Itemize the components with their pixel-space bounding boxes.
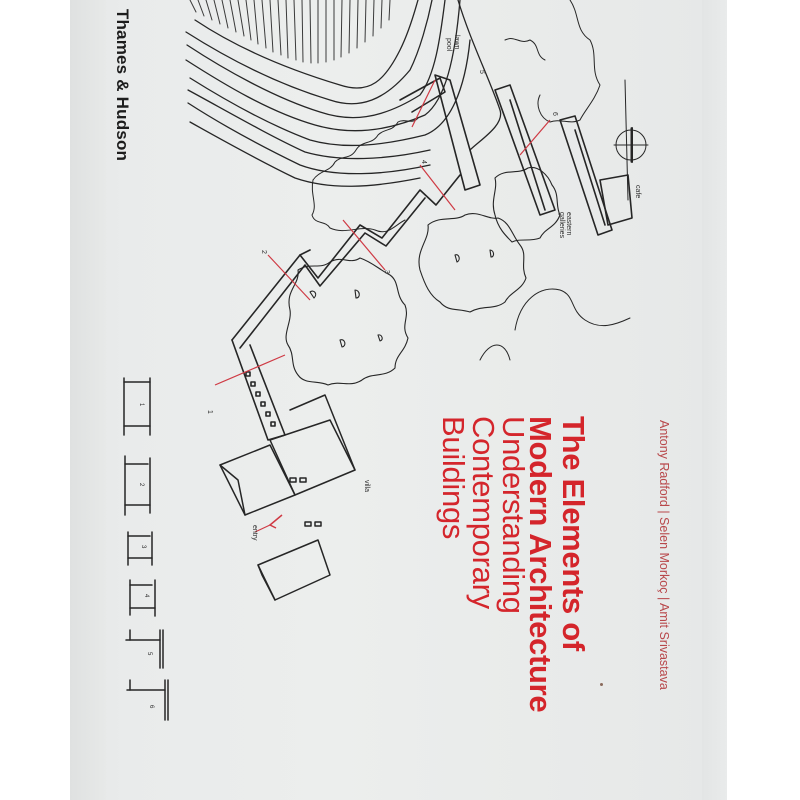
svg-text:4: 4 <box>143 594 149 598</box>
label-villa: villa <box>363 480 370 492</box>
section-number-2: 2 <box>260 250 267 254</box>
section-number-1: 1 <box>206 410 213 414</box>
svg-text:1: 1 <box>138 403 144 407</box>
label-lawn-pool: lawn <box>453 35 460 50</box>
book-title: The Elements of Modern Architecture <box>523 416 591 712</box>
label-lawn-pool-2: pool <box>445 38 452 52</box>
publisher-name: Thames & Hudson <box>113 8 132 162</box>
footpath <box>479 344 511 361</box>
label-entry: entry <box>251 525 258 541</box>
section-number-3: 3 <box>383 270 390 274</box>
svg-text:5: 5 <box>146 652 152 656</box>
villa-buildings <box>219 394 356 601</box>
section-number-6: 6 <box>551 112 558 116</box>
subtitle-line-3: Buildings <box>436 416 471 540</box>
label-eastern-galleries: eastern <box>565 212 572 235</box>
north-arrow-icon <box>613 79 649 201</box>
footpath <box>514 288 631 331</box>
tree-canopy-right <box>492 166 561 243</box>
section-number-4: 4 <box>420 160 427 164</box>
section-diagrams <box>123 377 169 721</box>
label-cafe: cafe <box>634 185 641 198</box>
shrub-outline <box>311 117 419 233</box>
label-eastern-galleries-2: galleries <box>558 212 565 239</box>
gallery-wings <box>399 74 633 236</box>
title-line-1: The Elements of <box>556 416 591 651</box>
svg-text:6: 6 <box>148 705 154 709</box>
book-cover <box>70 0 727 800</box>
svg-text:2: 2 <box>138 483 144 487</box>
book-authors: Antony Radford | Selen Morkoç | Amit Sri… <box>657 420 671 690</box>
cover-edge-shade-right <box>702 0 727 800</box>
section-number-5: 5 <box>478 70 485 74</box>
publisher-logo: Thames & Hudson <box>112 0 132 170</box>
tree-canopy-middle <box>418 213 527 313</box>
section-cut-lines <box>214 79 551 533</box>
tree-canopy-top <box>504 0 601 123</box>
book-subtitle: Understanding Contemporary Buildings <box>436 416 531 614</box>
subtitle-line-1: Understanding <box>496 416 531 614</box>
subtitle-line-2: Contemporary <box>466 416 501 609</box>
gallery-building <box>231 174 461 441</box>
registered-mark <box>600 683 603 686</box>
cover-edge-shade <box>70 0 106 800</box>
hill-hatching <box>189 0 391 64</box>
tree-canopy <box>285 257 409 386</box>
svg-text:3: 3 <box>140 545 146 549</box>
